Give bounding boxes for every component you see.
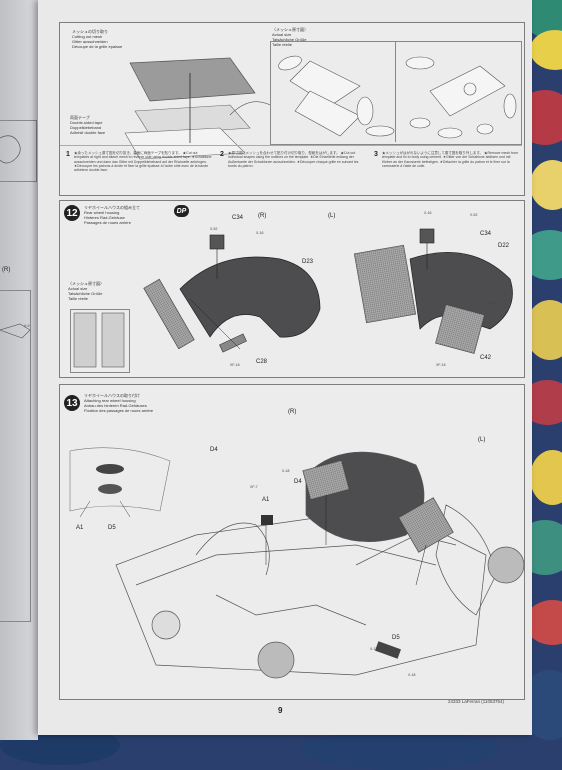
cutting-mesh-panel: メッシュの切り取り Cutting out mesh Gitter aussch… xyxy=(59,22,525,196)
cutting-mesh-title: メッシュの切り取り Cutting out mesh Gitter aussch… xyxy=(72,29,123,49)
part-d5-main: D5 xyxy=(392,635,400,641)
part-d23: D23 xyxy=(302,259,314,265)
step-12-panel: 12 リヤホイールハウスの組み立て Rear wheel housing Hin… xyxy=(59,200,525,378)
step-13-number: 13 xyxy=(64,395,80,411)
part-d22: D22 xyxy=(498,243,510,249)
part-c34-right: C34 xyxy=(480,231,492,237)
step-12-number: 12 xyxy=(64,205,80,221)
part-x52-left: X-52 xyxy=(210,227,218,231)
double-sided-tape-label: 両面テープ Double-sided tape Doppelklebeband … xyxy=(70,115,106,135)
part-x11: X-11 xyxy=(370,647,378,651)
template-frame xyxy=(270,41,522,145)
part-d4-main: D4 xyxy=(294,479,302,485)
part-x18: X-18 xyxy=(282,469,290,473)
right-housing-illustration xyxy=(353,228,513,354)
left-housing-illustration xyxy=(143,234,321,353)
footer-code: 24333 LaFerrari (11053764) xyxy=(448,699,504,704)
mesh-template-box xyxy=(70,309,130,373)
side-label-l: (L) xyxy=(328,213,336,219)
part-x52-right: X-52 xyxy=(470,213,478,217)
step-13-title: リヤホイールハウスの取り付け Attaching rear wheel hous… xyxy=(84,393,154,413)
part-xf16-left: XF-16 xyxy=(230,363,240,367)
part-c34-left: C34 xyxy=(232,215,244,221)
part-c28: C28 xyxy=(256,359,268,365)
part-xf16-right: XF-16 xyxy=(436,363,446,367)
dp-badge: DP xyxy=(174,205,189,217)
label-l-13: (L) xyxy=(478,437,486,443)
left-page-label-x: X-9 xyxy=(24,324,30,328)
part-c42: C42 xyxy=(480,355,492,361)
part-a1-inset: A1 xyxy=(76,525,84,531)
part-x16-right-b: X-16 xyxy=(488,301,496,305)
part-d5-inset: D5 xyxy=(108,525,116,531)
instruction-page: メッシュの切り取り Cutting out mesh Gitter aussch… xyxy=(38,0,532,735)
actual-size-label: 〈メッシュ原寸図〉 Actual size Tatsächliche Größe… xyxy=(272,27,308,47)
left-page-label-r: (R) xyxy=(2,267,11,273)
mesh-actual-size-label: 〈メッシュ原寸図〉 Actual size Tatsächliche Größe… xyxy=(68,281,104,301)
page-number: 9 xyxy=(278,706,283,715)
step-13-panel: 13 リヤホイールハウスの取り付け Attaching rear wheel h… xyxy=(59,384,525,700)
part-x16-left-a: X-16 xyxy=(256,231,264,235)
step-12-title: リヤホイールハウスの組み立て Rear wheel housing Hinter… xyxy=(84,205,140,225)
chassis-illustration xyxy=(115,451,525,679)
side-label-r: (R) xyxy=(258,213,267,219)
mesh-sheet-illustration xyxy=(124,57,271,160)
label-r-13: (R) xyxy=(288,409,297,415)
part-x18b: X-18 xyxy=(408,673,416,677)
part-a1-main: A1 xyxy=(262,497,270,503)
left-page-edge: (R) X-9 xyxy=(0,0,38,740)
mesh-templates xyxy=(278,55,517,139)
part-xf7: XF-7 xyxy=(250,485,258,489)
part-x16-right-a: X-16 xyxy=(424,211,432,215)
mesh-template-pieces xyxy=(73,312,125,368)
part-x16-left-b: X-16 xyxy=(288,331,296,335)
part-d4-inset: D4 xyxy=(210,447,218,453)
detail-inset xyxy=(69,447,171,518)
